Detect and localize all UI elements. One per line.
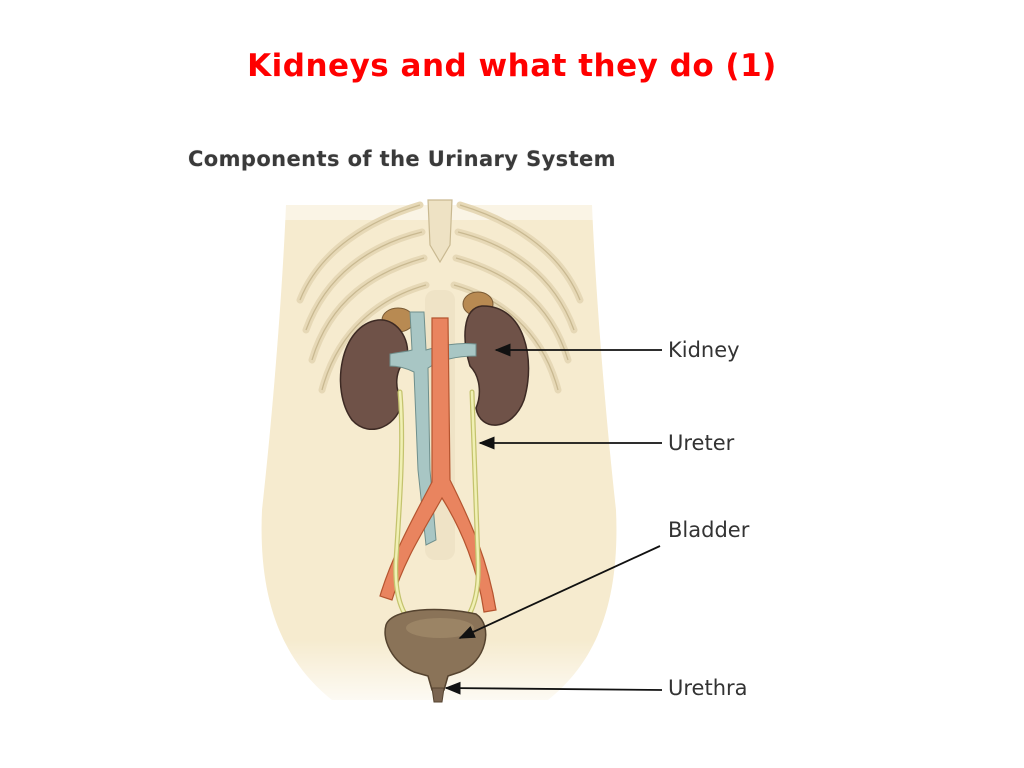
urethra-label: Urethra bbox=[668, 676, 748, 700]
slide-title: Kidneys and what they do (1) bbox=[247, 48, 777, 84]
urethra bbox=[431, 687, 445, 703]
bladder-leader bbox=[458, 545, 661, 639]
diagram-title: Components of the Urinary System bbox=[188, 147, 616, 171]
bladder-label: Bladder bbox=[668, 518, 750, 542]
sternum bbox=[427, 199, 453, 264]
leader-lines bbox=[444, 343, 663, 695]
kidney-label: Kidney bbox=[668, 338, 740, 362]
ureter-label: Ureter bbox=[668, 431, 735, 455]
vena-cava bbox=[389, 311, 477, 546]
urethra-leader bbox=[444, 681, 663, 695]
